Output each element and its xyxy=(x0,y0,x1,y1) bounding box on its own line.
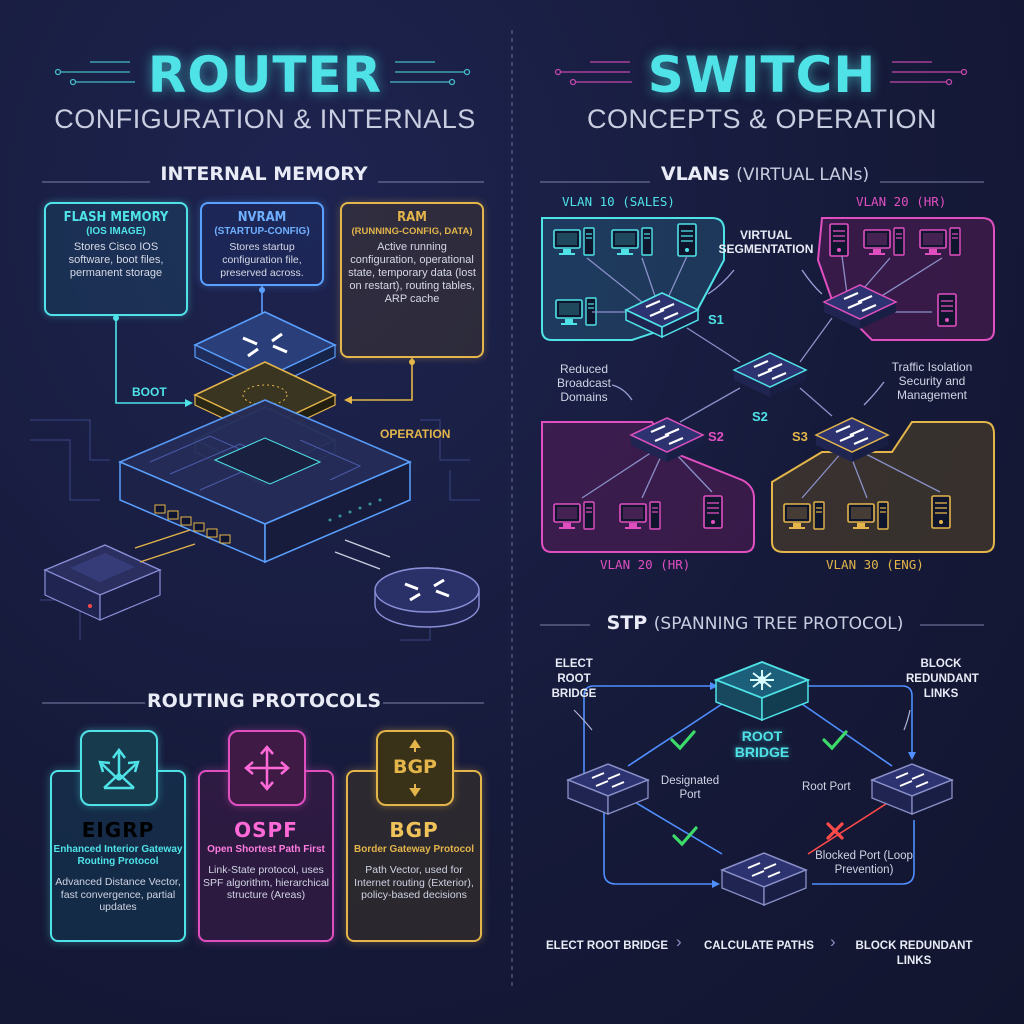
bgp-full-name: Border Gateway Protocol xyxy=(353,844,475,855)
router-illustration xyxy=(43,286,480,628)
switch-title-circuit-right xyxy=(890,61,968,86)
switch-s2-left xyxy=(629,416,705,464)
bgp-description: Path Vector, used for Internet routing (… xyxy=(354,864,474,901)
vlan10-label: VLAN 10 (SALES) xyxy=(562,194,675,209)
stp-bottom-switch xyxy=(720,852,808,906)
step-arrow-1-icon: › xyxy=(676,932,682,951)
s2-left-label: S2 xyxy=(708,429,724,444)
switch-title-circuit-left xyxy=(554,61,632,86)
router-title-circuit-left xyxy=(54,61,135,86)
nvram-subtitle: (STARTUP-CONFIG) xyxy=(214,226,310,237)
stp-heading-paren: (SPANNING TREE PROTOCOL) xyxy=(653,614,904,634)
flash-memory-subtitle: (IOS IMAGE) xyxy=(86,226,146,237)
vlans-heading-paren: (VIRTUAL LANs) xyxy=(736,165,870,185)
vlan20-top-label: VLAN 20 (HR) xyxy=(856,194,947,209)
eigrp-name: EIGRP xyxy=(81,818,155,842)
switch-s2-center xyxy=(732,351,808,399)
vlan-diagram xyxy=(541,217,995,553)
eigrp-card: EIGRP Enhanced Interior Gateway Routing … xyxy=(50,730,186,942)
stp-block-label: BLOCK REDUNDANT LINKS xyxy=(906,658,979,700)
switch-s1 xyxy=(624,291,700,339)
section-rules xyxy=(42,181,984,704)
vlan20-bottom-region xyxy=(541,421,755,553)
stp-heading-main: STP xyxy=(606,612,648,634)
ram-text: Active running configuration, operationa… xyxy=(348,241,476,305)
stp-elect-label: ELECT ROOT BRIDGE xyxy=(551,658,597,700)
connected-router xyxy=(374,567,480,628)
s3-label: S3 xyxy=(792,429,808,444)
bgp-name: BGP xyxy=(389,818,439,842)
eigrp-arrows-icon xyxy=(98,747,140,790)
ospf-full-name: Open Shortest Path First xyxy=(207,844,325,855)
ospf-name: OSPF xyxy=(234,818,298,842)
stp-check-marks xyxy=(670,730,848,847)
switch-title: SWITCH xyxy=(647,46,877,104)
vlans-heading-main: VLANs xyxy=(660,163,730,185)
root-port-label: Root Port xyxy=(802,781,851,793)
memory-connectors xyxy=(113,286,415,407)
traffic-isolation-label: Traffic Isolation Security and Managemen… xyxy=(891,360,973,402)
reduced-broadcast-label: Reduced Broadcast Domains xyxy=(556,362,612,404)
switch-link xyxy=(134,529,196,563)
stp-diagram xyxy=(565,661,955,906)
vlan-links xyxy=(581,255,943,499)
vlan-annotation-arrows xyxy=(611,269,885,406)
routing-protocols-heading: ROUTING PROTOCOLS xyxy=(146,690,382,712)
nvram-box: NVRAM (STARTUP-CONFIG) Stores startup co… xyxy=(200,202,324,286)
switch-s3 xyxy=(814,416,890,464)
nvram-text: Stores startup configuration file, prese… xyxy=(220,241,304,279)
router-link xyxy=(334,539,391,570)
designated-port-label: Designated Port xyxy=(660,775,720,801)
bgp-icon-text: BGP xyxy=(392,756,437,778)
flash-memory-title: FLASH MEMORY xyxy=(63,210,169,225)
stp-blocked-cross-icon xyxy=(826,822,844,840)
router-title-circuit-right xyxy=(390,61,471,86)
stp-step-1: ELECT ROOT BRIDGE xyxy=(546,940,669,952)
s1-label: S1 xyxy=(708,312,724,327)
bgp-card: BGP BGP Border Gateway Protocol Path Vec… xyxy=(346,730,482,942)
s2-center-label: S2 xyxy=(752,409,768,424)
root-bridge-label: ROOT BRIDGE xyxy=(734,728,790,760)
stp-annotation-arrows xyxy=(573,709,911,731)
internal-memory-heading: INTERNAL MEMORY xyxy=(160,163,368,185)
ram-subtitle: (RUNNING-CONFIG, DATA) xyxy=(351,226,473,237)
flash-memory-box: FLASH MEMORY (IOS IMAGE) Stores Cisco IO… xyxy=(44,202,188,316)
flash-memory-text: Stores Cisco IOS software, boot files, p… xyxy=(68,241,164,279)
ram-title: RAM xyxy=(397,210,427,225)
switch-subtitle: CONCEPTS & OPERATION xyxy=(586,104,938,134)
bgp-arrows-icon xyxy=(409,739,421,797)
router-chassis xyxy=(117,399,413,564)
connected-switch xyxy=(43,544,162,621)
eigrp-full-name: Enhanced Interior Gateway Routing Protoc… xyxy=(53,844,183,867)
ospf-description: Link-State protocol, uses SPF algorithm,… xyxy=(202,864,330,901)
virtual-segmentation-label: VIRTUAL SEGMENTATION xyxy=(718,228,814,256)
router-title: ROUTER xyxy=(147,46,383,104)
stp-links xyxy=(583,682,916,888)
root-bridge-switch xyxy=(713,661,811,722)
stp-heading: STP (SPANNING TREE PROTOCOL) xyxy=(590,612,920,634)
bgp-icon: BGP xyxy=(376,730,454,806)
operation-label: OPERATION xyxy=(380,427,451,441)
ospf-icon xyxy=(228,730,306,806)
eigrp-description: Advanced Distance Vector, fast convergen… xyxy=(55,876,181,913)
boot-label: BOOT xyxy=(132,385,167,399)
stp-step-2: CALCULATE PATHS xyxy=(704,940,814,952)
blocked-port-label: Blocked Port (Loop Prevention) xyxy=(815,850,913,876)
nvram-title: NVRAM xyxy=(237,210,287,225)
step-arrow-2-icon: › xyxy=(830,932,836,951)
vlan30-label: VLAN 30 (ENG) xyxy=(826,557,924,572)
ospf-arrows-icon xyxy=(244,745,290,791)
vlan20-bottom-label: VLAN 20 (HR) xyxy=(600,557,691,572)
ospf-card: OSPF Open Shortest Path First Link-State… xyxy=(198,730,334,942)
router-subtitle: CONFIGURATION & INTERNALS xyxy=(54,104,476,134)
ram-box: RAM (RUNNING-CONFIG, DATA) Active runnin… xyxy=(340,202,484,358)
eigrp-icon xyxy=(80,730,158,806)
switch-s1-top xyxy=(822,283,898,331)
vlans-heading: VLANs (VIRTUAL LANs) xyxy=(650,163,880,185)
stp-right-switch xyxy=(869,763,955,815)
stp-left-switch xyxy=(565,763,651,815)
stp-step-3: BLOCK REDUNDANT LINKS xyxy=(855,940,973,967)
